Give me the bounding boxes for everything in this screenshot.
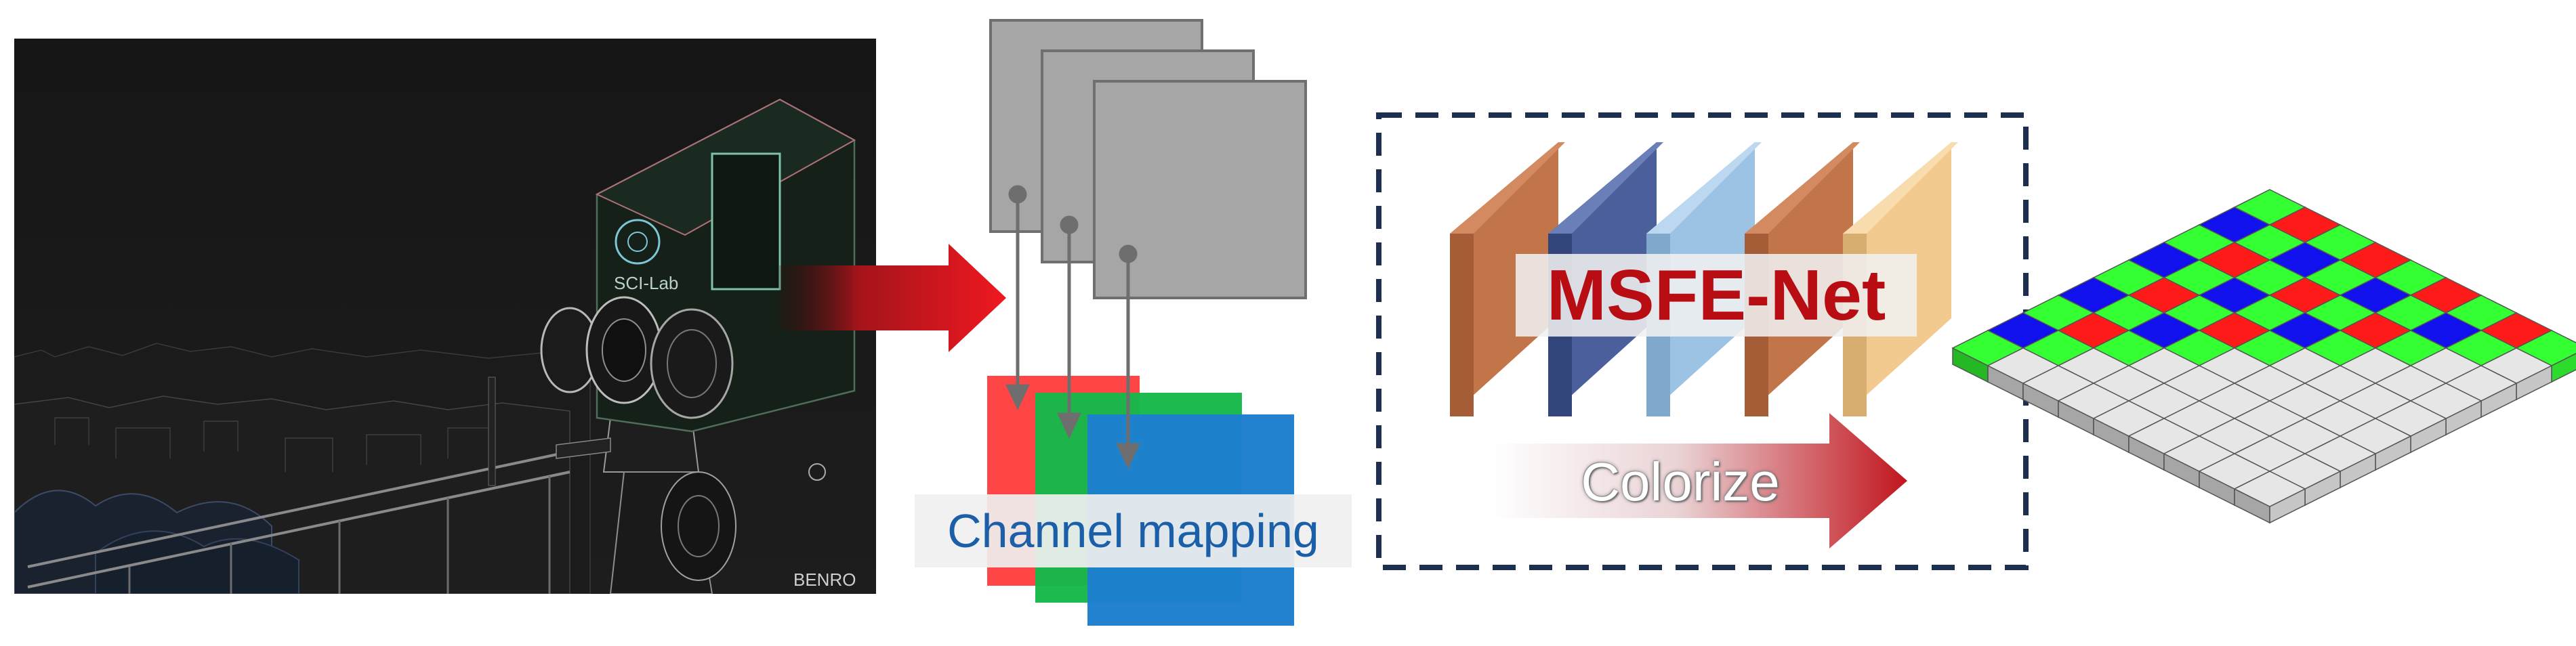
network-block-1 bbox=[1450, 142, 1565, 416]
mapping-arrows bbox=[1005, 185, 1140, 469]
channel-mapping-label: Channel mapping bbox=[915, 494, 1352, 567]
colorize-label: Colorize bbox=[1581, 452, 1780, 512]
gray-raw-planes bbox=[989, 19, 1307, 299]
tripod-brand-text: BENRO bbox=[793, 569, 856, 590]
input-night-photo: SCI-Lab BENRO bbox=[14, 39, 876, 594]
camera-brand-text: SCI-Lab bbox=[614, 273, 678, 293]
colorized-mosaic-output bbox=[1951, 189, 2576, 524]
colorize-arrow bbox=[1491, 413, 1907, 548]
mosaic-cell bbox=[2233, 471, 2306, 507]
input-arrow bbox=[779, 244, 1006, 352]
gray-plane-3 bbox=[1093, 80, 1307, 299]
network-name-label: MSFE-Net bbox=[1516, 254, 1917, 337]
